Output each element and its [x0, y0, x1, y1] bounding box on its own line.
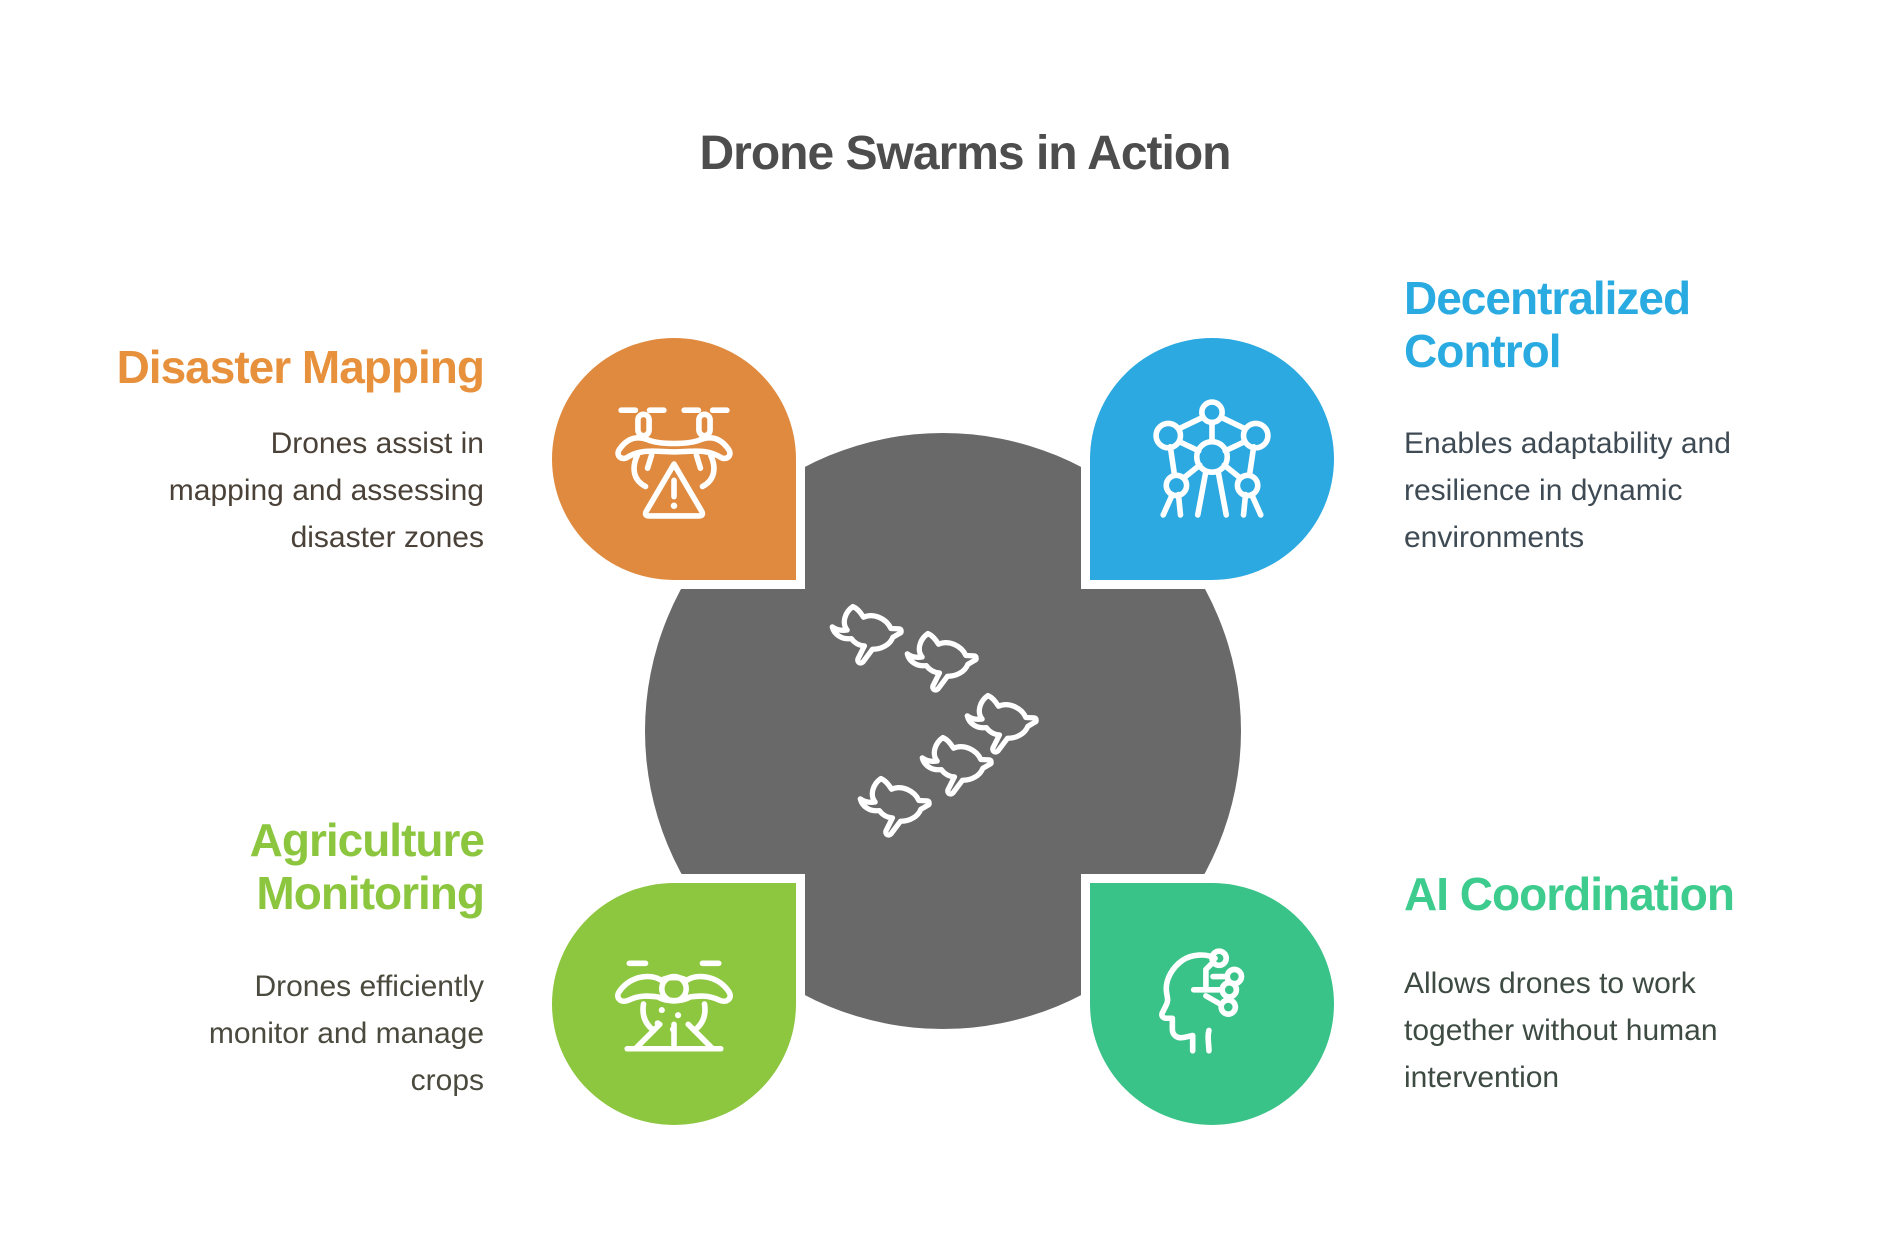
body-agriculture-monitoring: Drones efficiently monitor and manage cr… [70, 963, 484, 1104]
body-line: intervention [1404, 1061, 1560, 1094]
body-line: together without human [1404, 1014, 1718, 1047]
dove-icon [829, 603, 904, 666]
heading-disaster-mapping: Disaster Mapping [70, 341, 485, 394]
body-line: Allows drones to work [1404, 967, 1696, 1000]
body-line: resilience in dynamic [1404, 474, 1683, 507]
body-line: crops [410, 1064, 484, 1097]
ai-head-circuit-icon [1159, 948, 1245, 1054]
page-title: Drone Swarms in Action [699, 127, 1232, 180]
petal-decentralized-control [1081, 329, 1343, 589]
body-line: Drones efficiently [254, 970, 484, 1003]
body-line: Enables adaptability and [1404, 427, 1731, 460]
body-line: mapping and assessing [168, 474, 484, 507]
dove-icon [964, 692, 1039, 755]
body-disaster-mapping: Drones assist in mapping and assessing d… [70, 420, 484, 561]
heading-decentralized-control: Decentralized Control [1404, 272, 1844, 378]
drone-warning-icon [615, 407, 733, 519]
heading-line: Monitoring [256, 867, 485, 919]
molecule-network-icon [1153, 399, 1271, 518]
body-line: environments [1404, 521, 1585, 554]
heading-line: Disaster Mapping [116, 341, 485, 393]
agriculture-drone-icon [615, 960, 733, 1052]
dove-icon [904, 630, 979, 693]
body-line: Drones assist in [270, 427, 484, 460]
heading-line: AI Coordination [1404, 868, 1735, 920]
heading-line: Decentralized [1404, 272, 1691, 324]
heading-ai-coordination: AI Coordination [1404, 868, 1844, 921]
petal-disaster-mapping [543, 329, 805, 589]
dove-icon [857, 775, 932, 838]
body-line: disaster zones [290, 521, 484, 554]
body-line: monitor and manage [208, 1017, 484, 1050]
body-ai-coordination: Allows drones to work together without h… [1404, 960, 1844, 1101]
petal-agriculture-monitoring [543, 874, 805, 1134]
heading-line: Control [1404, 325, 1562, 377]
body-decentralized-control: Enables adaptability and resilience in d… [1404, 420, 1844, 561]
dove-icon [919, 734, 994, 797]
heading-agriculture-monitoring: Agriculture Monitoring [70, 814, 485, 920]
petal-ai-coordination [1081, 874, 1343, 1134]
heading-line: Agriculture [249, 814, 485, 866]
